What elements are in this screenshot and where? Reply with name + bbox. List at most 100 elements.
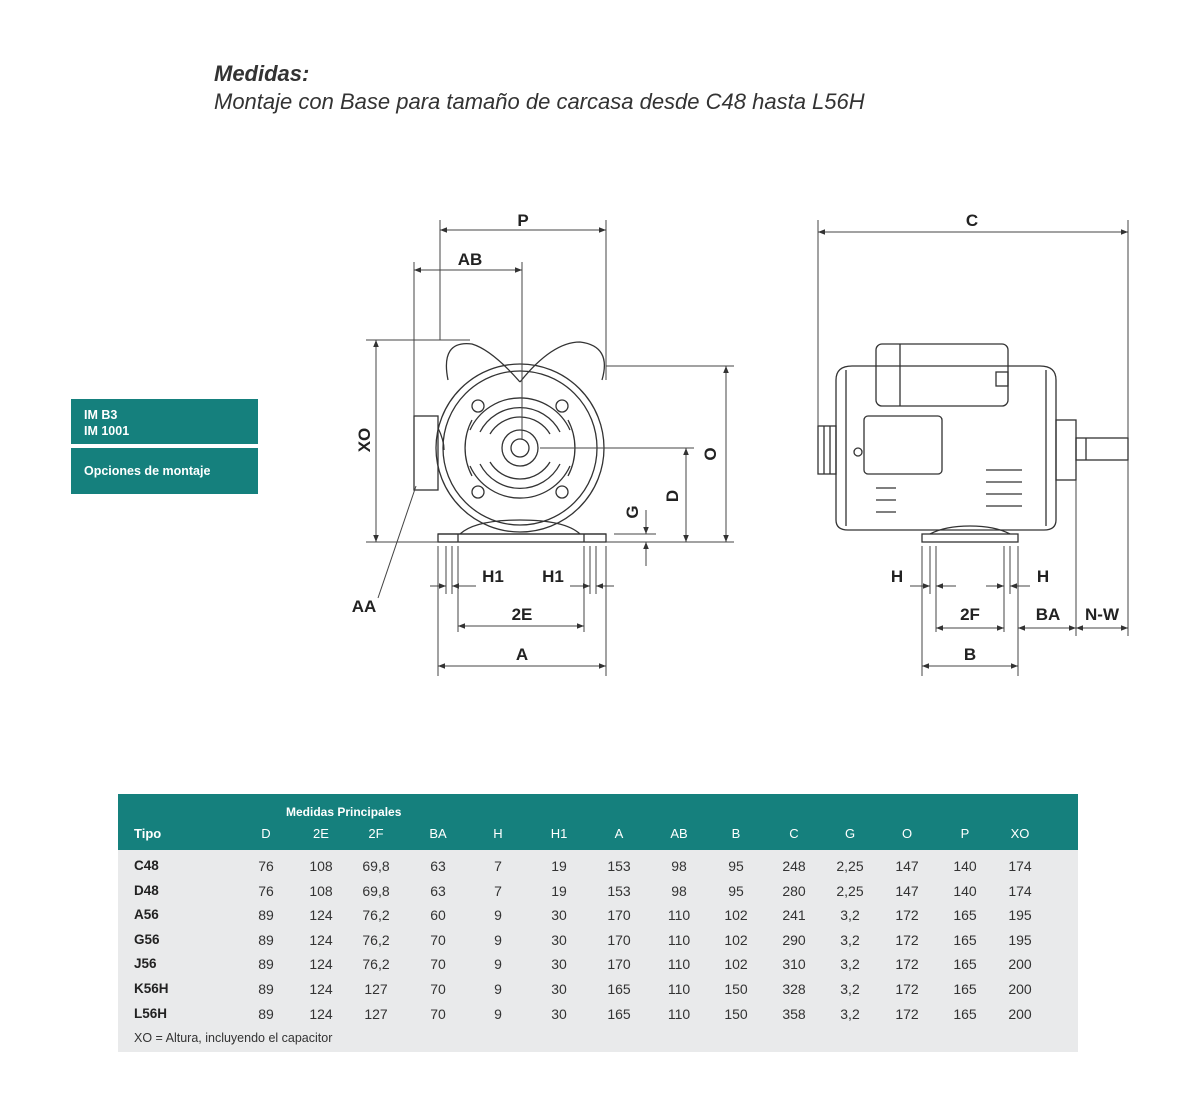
table-cell: 76,2 (362, 907, 390, 924)
table-cell: 172 (895, 956, 919, 973)
table-cell: 200 (1008, 1005, 1032, 1022)
table-cell: 153 (607, 858, 631, 874)
table-column-header: A (614, 826, 624, 841)
table-cell: 95 (728, 882, 744, 899)
table-column-header: P (960, 826, 970, 841)
side-view (817, 343, 1129, 543)
table-cell: 7 (494, 882, 502, 899)
table-cell: 70 (430, 956, 446, 973)
dim-label-p: P (517, 211, 528, 230)
table-cell: 110 (667, 931, 691, 948)
table-column-header: D (261, 826, 271, 841)
table-cell: 76 (258, 882, 274, 899)
table-cell: 89 (258, 907, 274, 924)
table-cell: 165 (953, 956, 977, 973)
table-cell: 328 (782, 981, 806, 997)
dim-label-nw: N-W (1085, 605, 1120, 624)
table-cell: 3,2 (840, 981, 860, 997)
dim-label-aa: AA (352, 597, 377, 616)
table-column-header: AB (670, 826, 688, 841)
table-cell: 9 (494, 931, 502, 948)
table-cell: 127 (364, 981, 388, 997)
dim-label-g: G (623, 505, 642, 518)
table-cell: 172 (895, 981, 919, 997)
dim-label-h-left: H (891, 567, 903, 586)
table-cell: 89 (258, 956, 274, 973)
table-cell: 124 (309, 956, 333, 973)
table-cell: 30 (551, 907, 567, 924)
table-cell: 3,2 (840, 931, 860, 948)
dim-label-h1-right: H1 (542, 567, 564, 586)
front-view (413, 341, 607, 543)
table-cell: 358 (782, 1005, 806, 1022)
table-cell: 69,8 (362, 882, 390, 899)
table-cell: 76,2 (362, 956, 390, 973)
table-footnote: XO = Altura, incluyendo el capacitor (134, 1031, 333, 1045)
page-subtitle: Montaje con Base para tamaño de carcasa … (214, 89, 865, 114)
dim-label-d: D (663, 490, 682, 502)
page-title: Medidas: (214, 61, 310, 86)
table-cell: 170 (607, 931, 631, 948)
table-cell: 63 (430, 882, 446, 899)
table-column-header: B (731, 826, 741, 841)
table-cell: 147 (895, 858, 919, 874)
dim-label-a: A (516, 645, 528, 664)
table-cell: 290 (782, 931, 806, 948)
table-cell: 172 (895, 907, 919, 924)
dim-label-ab: AB (458, 250, 483, 269)
table-cell: 241 (782, 907, 806, 924)
table-cell: 3,2 (840, 1005, 860, 1022)
mount-code-box: IM B3 IM 1001 (71, 399, 258, 444)
table-cell: 200 (1008, 981, 1032, 997)
dim-label-c: C (966, 211, 978, 230)
table-cell: 70 (430, 981, 446, 997)
table-cell: 9 (494, 956, 502, 973)
table-cell: 9 (494, 907, 502, 924)
motor-dimension-diagram: P AB XO O D G AA H1 H1 2E A C H H 2F BA … (352, 211, 1129, 676)
table-cell: 30 (551, 956, 567, 973)
table-cell: 60 (430, 907, 446, 924)
front-dimensions (366, 220, 734, 676)
table-cell: 195 (1008, 907, 1032, 924)
table-cell: 108 (309, 882, 333, 899)
table-cell: 280 (782, 882, 806, 899)
table-cell: 172 (895, 931, 919, 948)
table-cell: 30 (551, 931, 567, 948)
table-column-header: BA (429, 826, 447, 841)
table-column-header: G (844, 826, 856, 841)
table-column-header: H (493, 826, 503, 841)
table-cell: 98 (671, 858, 687, 874)
table-cell-tipo: K56H (134, 981, 169, 996)
table-cell: 69,8 (362, 858, 390, 874)
table-column-header: 2F (368, 826, 384, 841)
table-cell: 140 (953, 882, 977, 899)
table-cell: 76,2 (362, 931, 390, 948)
table-cell: 153 (607, 882, 631, 899)
table-cell: 110 (667, 956, 691, 973)
table-cell: 9 (494, 981, 502, 997)
table-cell: 310 (782, 956, 806, 973)
table-cell: 172 (895, 1005, 919, 1022)
mounting-options-button[interactable]: Opciones de montaje (71, 448, 258, 494)
table-cell-tipo: L56H (134, 1005, 168, 1021)
table-cell: 2,25 (836, 882, 864, 899)
table-group-title: Medidas Principales (286, 805, 402, 819)
table-cell: 2,25 (836, 858, 864, 874)
mount-code-2: IM 1001 (84, 424, 130, 438)
table-cell: 98 (671, 882, 687, 899)
table-cell: 150 (724, 1005, 748, 1022)
table-cell: 89 (258, 981, 274, 997)
dim-label-2e: 2E (512, 605, 533, 624)
table-cell: 110 (667, 907, 691, 924)
table-column-header: C (789, 826, 799, 841)
table-cell: 3,2 (840, 956, 860, 973)
table-column-header: XO (1010, 826, 1030, 841)
table-cell: 70 (430, 931, 446, 948)
